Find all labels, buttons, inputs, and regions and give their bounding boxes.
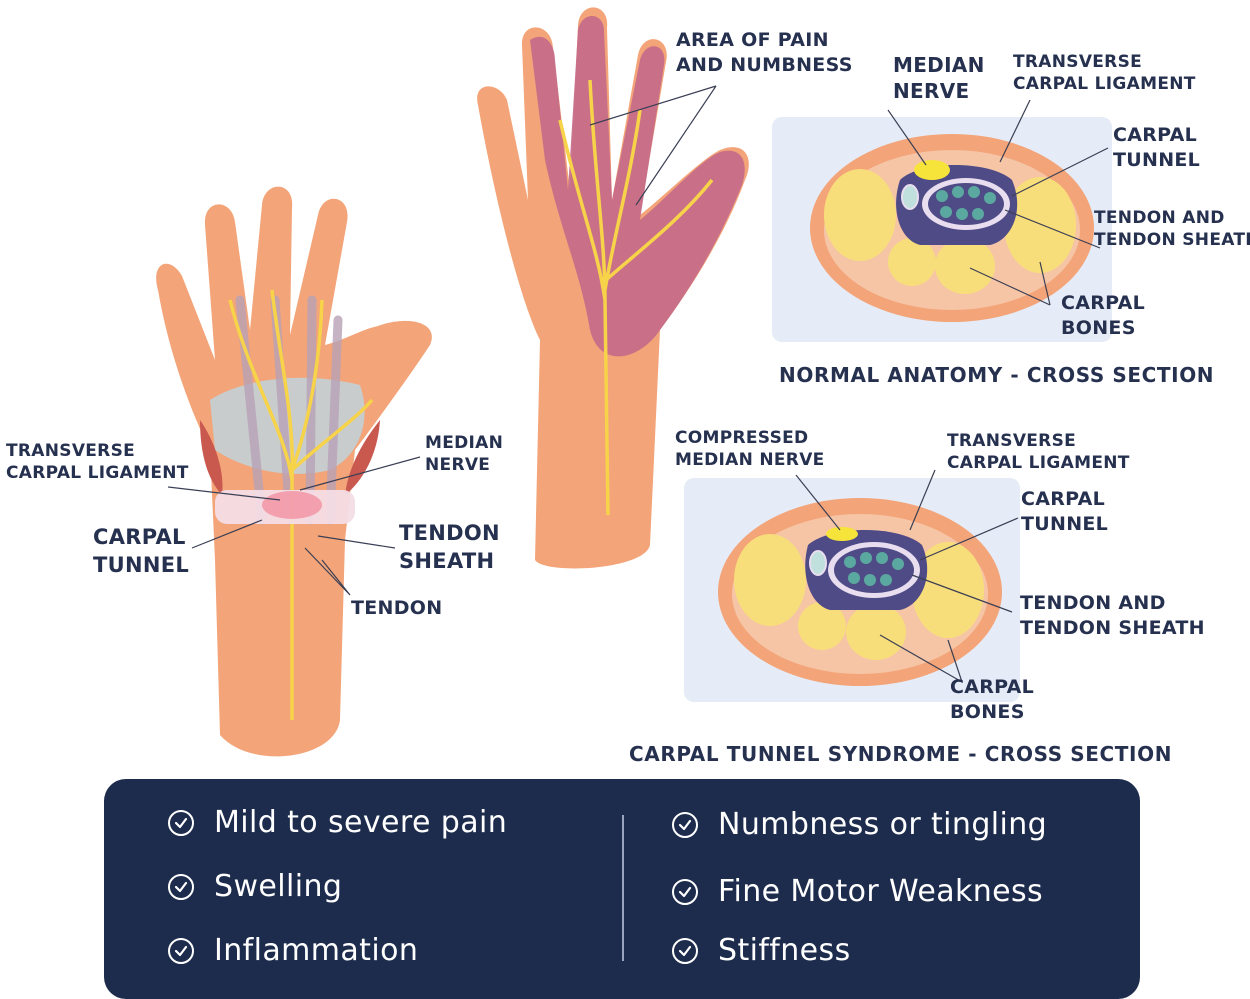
- syndrome-transverse-ligament-label: TRANSVERSE CARPAL LIGAMENT: [947, 431, 1130, 473]
- normal-tendon-sheath-label: TENDON AND TENDON SHEATH: [1094, 208, 1250, 250]
- symptom-label: Swelling: [214, 869, 343, 904]
- normal-bone-1: [824, 169, 896, 261]
- syndrome-carpal-tunnel-label: CARPAL TUNNEL: [1021, 488, 1109, 535]
- normal-carpal-bones-label: CARPAL BONES: [1061, 292, 1146, 339]
- normal-tendons: [936, 186, 996, 220]
- check-circle-icon: [168, 809, 194, 836]
- left-median-nerve: [228, 289, 374, 720]
- syndrome-bone-4: [846, 604, 906, 660]
- symptom-label: Numbness or tingling: [718, 807, 1048, 842]
- left-tendons: [235, 295, 343, 525]
- normal-bone-2: [1004, 177, 1076, 273]
- symptom-divider: [622, 815, 624, 961]
- left-carpal-tunnel-label: CARPAL TUNNEL: [93, 525, 190, 577]
- symptom-item: Stiffness: [672, 933, 851, 968]
- symptom-item: Fine Motor Weakness: [672, 874, 1043, 909]
- check-circle-icon: [168, 937, 194, 964]
- normal-carpal-tunnel-label: CARPAL TUNNEL: [1113, 124, 1201, 171]
- symptom-label: Stiffness: [718, 933, 851, 968]
- symptom-item: Swelling: [168, 869, 342, 904]
- syndrome-bone-3: [798, 602, 846, 650]
- syndrome-tendons: [844, 552, 904, 586]
- symptom-label: Mild to severe pain: [214, 805, 508, 840]
- left-tendon-sheath-label: TENDON SHEATH: [399, 521, 500, 573]
- middle-hand-affected-area: [530, 15, 745, 357]
- check-circle-icon: [672, 811, 698, 838]
- normal-tendon-sheath-inner: [928, 183, 1004, 225]
- middle-median-nerve: [558, 79, 714, 516]
- syndrome-tendon-sheath-inner: [834, 547, 914, 593]
- symptom-label: Inflammation: [214, 933, 419, 968]
- syndrome-cross-section: [684, 478, 1020, 702]
- check-circle-icon: [672, 937, 698, 964]
- normal-section-title: NORMAL ANATOMY - CROSS SECTION: [779, 363, 1215, 387]
- left-hand-muscle-left: [200, 420, 223, 495]
- compressed-nerve-label: COMPRESSED MEDIAN NERVE: [675, 428, 825, 470]
- middle-hand-illustration: [477, 7, 749, 569]
- symptom-label: Fine Motor Weakness: [718, 874, 1044, 909]
- normal-bone-4: [935, 238, 995, 294]
- normal-median-nerve: [914, 160, 950, 180]
- syndrome-carpal-bones-label: CARPAL BONES: [950, 676, 1035, 723]
- area-pain-label: AREA OF PAIN AND NUMBNESS: [676, 29, 853, 76]
- left-median-nerve-label: MEDIAN NERVE: [425, 433, 504, 475]
- syndrome-tendon-sheath-label: TENDON AND TENDON SHEATH: [1020, 592, 1205, 639]
- left-compression-glow: [262, 491, 322, 519]
- left-hand-illustration: [156, 186, 432, 757]
- syndrome-bone-2: [912, 542, 984, 638]
- normal-small-nerve: [901, 184, 919, 210]
- syndrome-bone-1: [734, 534, 806, 626]
- normal-bone-3: [888, 238, 936, 286]
- symptom-item: Mild to severe pain: [168, 805, 507, 840]
- left-transverse-ligament-label: TRANSVERSE CARPAL LIGAMENT: [6, 441, 189, 483]
- left-hand-muscle-right: [345, 420, 380, 495]
- check-circle-icon: [672, 878, 698, 905]
- syndrome-small-nerve: [809, 550, 827, 576]
- leader-lines: [167, 85, 1109, 683]
- left-transverse-ligament-band: [215, 490, 355, 524]
- symptom-item: Numbness or tingling: [672, 807, 1047, 842]
- normal-cross-section: [772, 117, 1112, 342]
- normal-median-nerve-label: MEDIAN NERVE: [893, 53, 985, 103]
- normal-transverse-ligament-label: TRANSVERSE CARPAL LIGAMENT: [1013, 52, 1196, 94]
- left-tendon-label: TENDON: [351, 597, 443, 619]
- syndrome-compressed-nerve: [826, 527, 858, 541]
- syndrome-section-title: CARPAL TUNNEL SYNDROME - CROSS SECTION: [629, 742, 1173, 766]
- symptom-item: Inflammation: [168, 933, 418, 968]
- check-circle-icon: [168, 873, 194, 900]
- symptom-panel: Mild to severe pain Swelling Inflammatio…: [104, 779, 1140, 999]
